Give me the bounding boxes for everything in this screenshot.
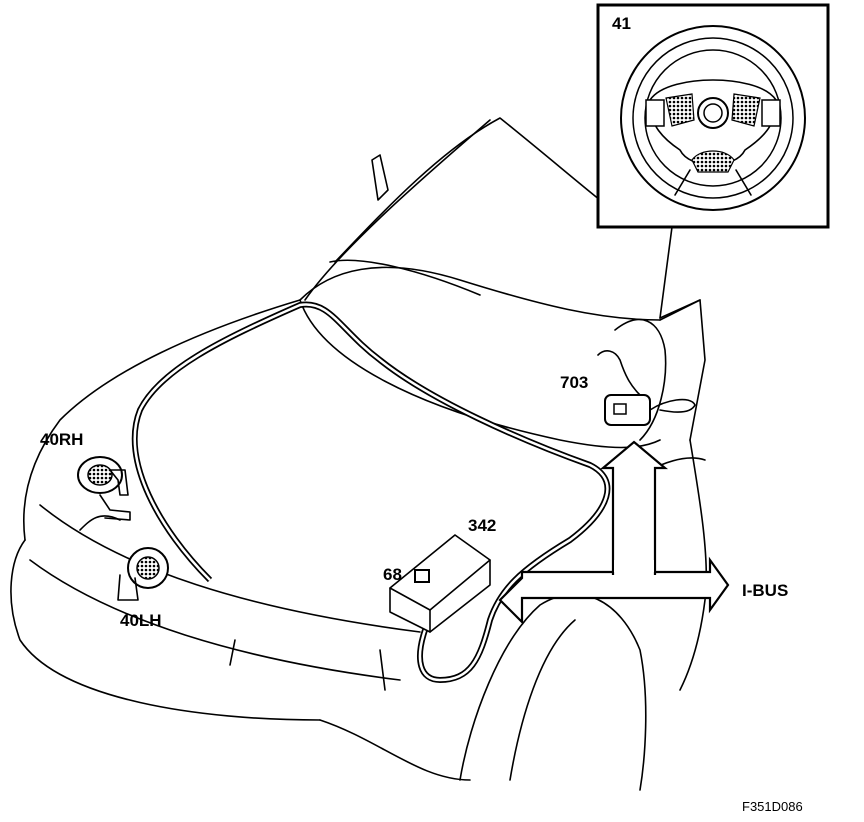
horn-left-icon [117, 547, 169, 601]
label-horn-left: 40LH [120, 611, 162, 630]
figure-reference: F351D086 [742, 799, 803, 814]
horn-right-icon [77, 456, 131, 521]
steering-wheel-inset [596, 3, 830, 319]
label-horn-right: 40RH [40, 430, 83, 449]
label-steering-wheel: 41 [612, 14, 631, 33]
label-clock-spring: 703 [560, 373, 588, 392]
label-control-module: 342 [468, 516, 496, 535]
control-module-icon [389, 534, 491, 633]
label-connector: 68 [383, 565, 402, 584]
connector-icon [414, 569, 430, 583]
clock-spring-icon [597, 350, 696, 426]
label-ibus: I-BUS [742, 581, 788, 600]
ibus-arrows-icon [498, 440, 730, 625]
